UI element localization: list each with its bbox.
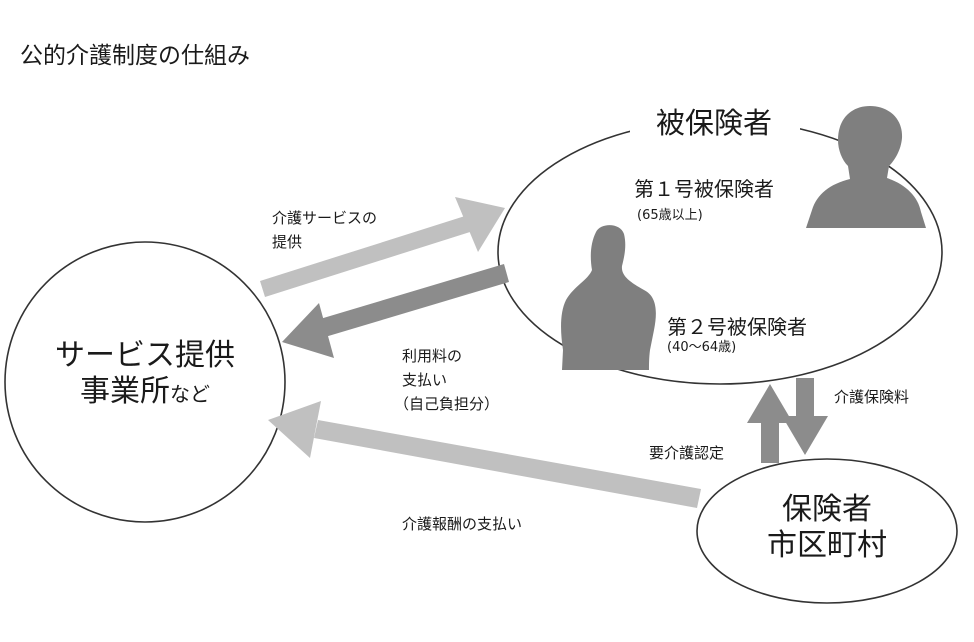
page-title: 公的介護制度の仕組み (20, 43, 250, 69)
service-provision-arrow (260, 197, 505, 297)
usage-fee-line1: 利用料の (402, 347, 463, 365)
provider-line1: サービス提供 (55, 338, 235, 373)
provider-label: サービス提供 事業所など (45, 338, 245, 412)
group1-age: (65歳以上) (637, 208, 703, 223)
provider-line2-suffix: など (170, 382, 210, 406)
provider-circle (4, 241, 286, 523)
group2-age: (40～64歳) (667, 340, 737, 355)
service-provision-line2: 提供 (272, 233, 303, 251)
usage-fee-arrow (282, 264, 509, 358)
insured-header-gap (630, 104, 800, 134)
usage-fee-line3: （自己負担分） (394, 395, 500, 413)
group1-name: 第１号被保険者 (634, 177, 774, 201)
provider-line2: 事業所など (45, 374, 245, 412)
woman-silhouette-icon (561, 225, 656, 370)
certification-label: 要介護認定 (649, 444, 725, 462)
remuneration-arrow (268, 401, 701, 508)
remuneration-label: 介護報酬の支払い (402, 515, 523, 533)
group2-name: 第２号被保険者 (667, 315, 807, 339)
insurer-line2: 市区町村 (767, 528, 887, 563)
usage-fee-label: 利用料の 支払い （自己負担分） (394, 346, 499, 414)
premium-arrow (782, 378, 828, 455)
insurer-label: 保険者 市区町村 (727, 492, 927, 564)
insurer-line1: 保険者 (782, 492, 872, 527)
usage-fee-line2: 支払い (402, 371, 448, 389)
senior-man-silhouette-icon (806, 106, 926, 228)
certification-arrow (747, 384, 793, 463)
service-provision-label: 介護サービスの 提供 (272, 208, 377, 252)
premium-label: 介護保険料 (834, 388, 910, 406)
insurer-ellipse (696, 458, 958, 604)
service-provision-line1: 介護サービスの (272, 209, 378, 227)
provider-line2-main: 事業所 (80, 374, 170, 409)
insured-header: 被保険者 (656, 106, 773, 140)
